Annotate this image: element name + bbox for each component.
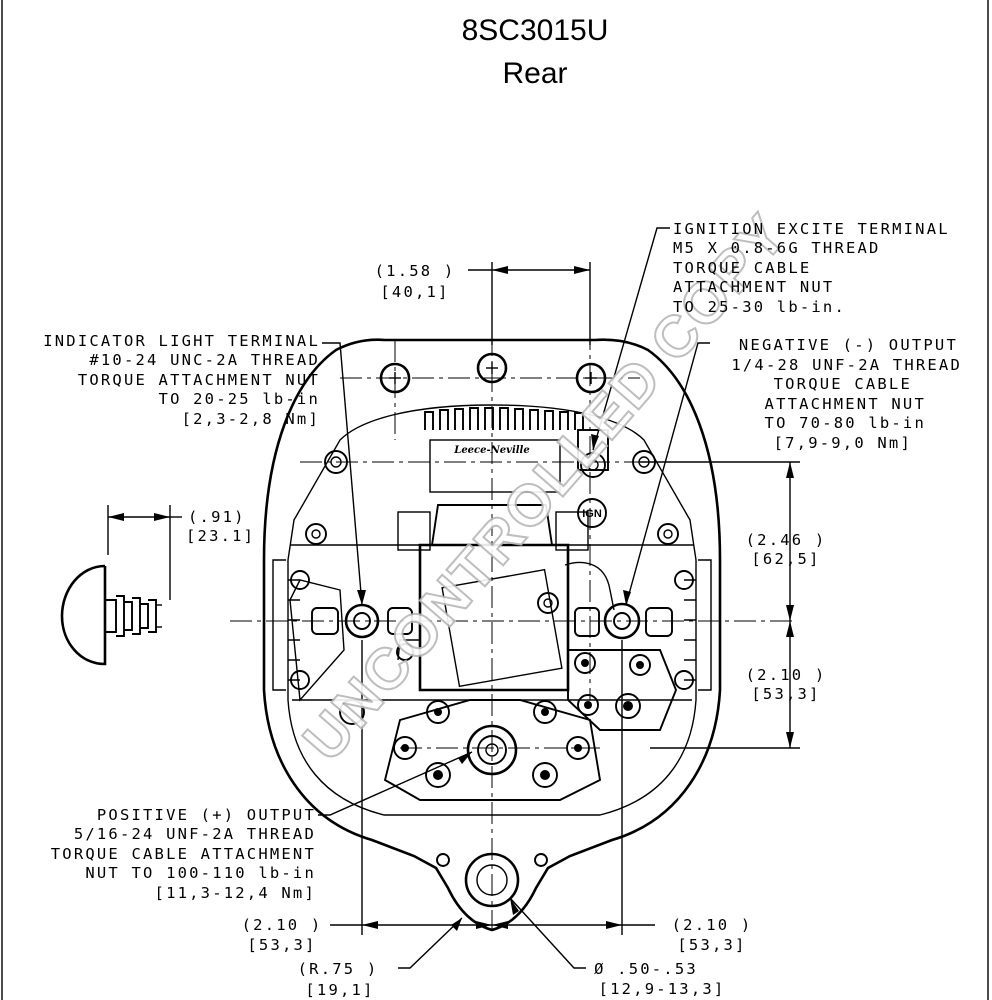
dim-hole-mm: [12,9-13,3] bbox=[599, 980, 726, 998]
indicator-line-4: TO 20-25 lb-in bbox=[159, 390, 320, 408]
dim-upper-right-in: (2.46 ) bbox=[746, 531, 827, 549]
negative-terminal bbox=[574, 602, 673, 640]
indicator-line-3: TORQUE ATTACHMENT NUT bbox=[78, 371, 320, 389]
indicator-line-5: [2,3-2,8 Nm] bbox=[182, 410, 320, 428]
dim-radius-mm: [19,1] bbox=[305, 981, 374, 999]
ignition-line-5: TO 25-30 lb-in. bbox=[673, 298, 846, 316]
negative-line-5: TO 70-80 lb-in bbox=[765, 414, 926, 432]
negative-line-2: 1/4-28 UNF-2A THREAD bbox=[731, 356, 962, 374]
logo-plate: Leece-Neville bbox=[429, 439, 561, 493]
top-mounting-holes bbox=[379, 352, 607, 394]
indicator-terminal bbox=[289, 579, 420, 702]
callout-indicator: INDICATOR LIGHT TERMINAL #10-24 UNC-2A T… bbox=[43, 332, 320, 428]
dim-bottom-right-mm: [53,3] bbox=[677, 936, 746, 954]
positive-line-1: POSITIVE (+) OUTPUT bbox=[97, 806, 316, 824]
side-profile-view bbox=[60, 505, 182, 666]
dim-lower-right-in: (2.10 ) bbox=[746, 666, 827, 684]
dim-radius-in: (R.75 ) bbox=[298, 960, 379, 978]
negative-line-1: NEGATIVE (-) OUTPUT bbox=[739, 336, 958, 354]
dim-hole-in: Ø .50-.53 bbox=[594, 960, 698, 978]
dim-lower-right-mm: [53,3] bbox=[751, 685, 820, 703]
indicator-line-1: INDICATOR LIGHT TERMINAL bbox=[43, 332, 320, 350]
negative-line-4: ATTACHMENT NUT bbox=[765, 395, 926, 413]
dim-side-mm: [23.1] bbox=[186, 527, 255, 545]
ign-stamp: IGN bbox=[582, 508, 602, 520]
dimension-lines bbox=[330, 262, 800, 935]
dimension-text: (1.58 ) [40,1] (.91) [23.1] (2.46 ) [62,… bbox=[186, 262, 827, 999]
ignition-line-3: TORQUE CABLE bbox=[673, 259, 811, 277]
ignition-line-4: ATTACHMENT NUT bbox=[673, 278, 834, 296]
positive-line-2: 5/16-24 UNF-2A THREAD bbox=[74, 825, 316, 843]
dim-bottom-left-mm: [53,3] bbox=[247, 936, 316, 954]
bottom-mount-hole bbox=[436, 852, 548, 908]
dim-upper-right-mm: [62,5] bbox=[751, 550, 820, 568]
callout-negative: NEGATIVE (-) OUTPUT 1/4-28 UNF-2A THREAD… bbox=[731, 336, 962, 452]
rectifier-bottom bbox=[383, 699, 602, 801]
positive-line-3: TORQUE CABLE ATTACHMENT bbox=[51, 845, 316, 863]
dim-bottom-left-in: (2.10 ) bbox=[242, 916, 323, 934]
ignition-terminal: IGN bbox=[564, 429, 615, 611]
model-title: 8SC3015U bbox=[462, 14, 609, 47]
view-title: Rear bbox=[502, 57, 567, 90]
callout-ignition: IGNITION EXCITE TERMINAL M5 X 0.8-6G THR… bbox=[673, 220, 950, 316]
dim-top-in: (1.58 ) bbox=[375, 262, 456, 280]
negative-line-3: TORQUE CABLE bbox=[774, 375, 912, 393]
diode-pack-right bbox=[567, 649, 678, 731]
negative-line-6: [7,9-9,0 Nm] bbox=[774, 434, 912, 452]
logo-text: Leece-Neville bbox=[453, 445, 529, 456]
positive-line-4: NUT TO 100-110 lb-in bbox=[85, 864, 316, 882]
ignition-line-2: M5 X 0.8-6G THREAD bbox=[673, 239, 881, 257]
ignition-line-1: IGNITION EXCITE TERMINAL bbox=[673, 220, 950, 238]
indicator-line-2: #10-24 UNC-2A THREAD bbox=[89, 351, 320, 369]
positive-line-5: [11,3-12,4 Nm] bbox=[155, 884, 316, 902]
dim-top-mm: [40,1] bbox=[380, 283, 449, 301]
dim-side-in: (.91) bbox=[188, 508, 246, 526]
callout-positive: POSITIVE (+) OUTPUT 5/16-24 UNF-2A THREA… bbox=[51, 806, 316, 902]
leaders bbox=[318, 227, 710, 969]
dim-bottom-right-in: (2.10 ) bbox=[672, 916, 753, 934]
